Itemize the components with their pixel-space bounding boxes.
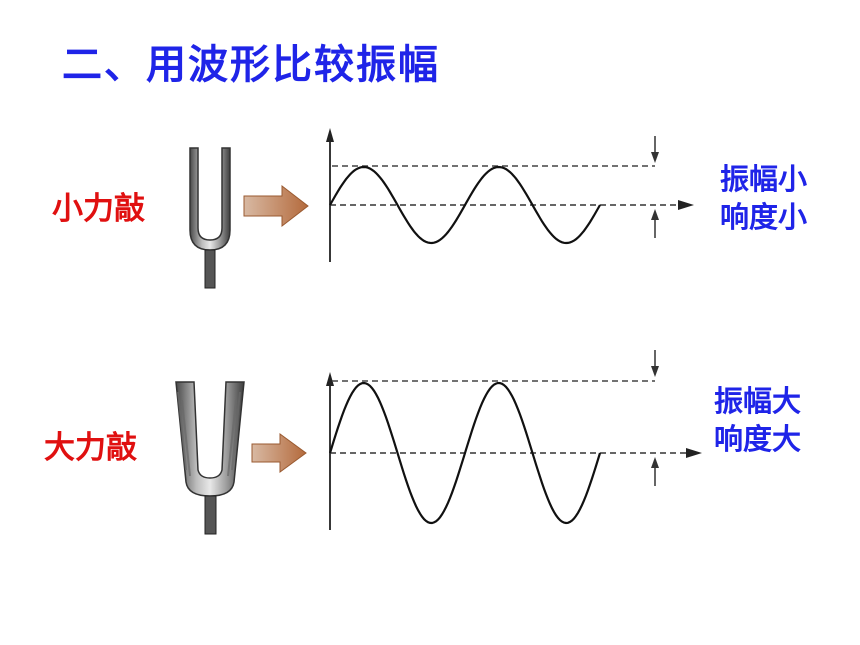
small-result-labels: 振幅小 响度小: [720, 160, 807, 236]
small-amplitude-label: 振幅小: [720, 162, 808, 196]
large-loudness-label: 响度大: [714, 422, 802, 456]
large-amplitude-label: 振幅大: [714, 384, 802, 418]
tuning-fork-light-icon: [189, 147, 231, 289]
arrow-top-icon: [243, 184, 309, 228]
small-amplitude-graph: [326, 128, 694, 262]
page-title: 二、用波形比较振幅: [62, 42, 440, 88]
small-loudness-label: 响度小: [720, 200, 808, 234]
large-result-labels: 振幅大 响度大: [714, 382, 801, 458]
light-strike-label: 小力敲: [52, 191, 145, 227]
arrow-bottom-icon: [251, 433, 307, 473]
hard-strike-label: 大力敲: [44, 430, 137, 466]
large-amplitude-graph: [326, 350, 702, 530]
tuning-fork-hard-icon: [175, 381, 245, 535]
